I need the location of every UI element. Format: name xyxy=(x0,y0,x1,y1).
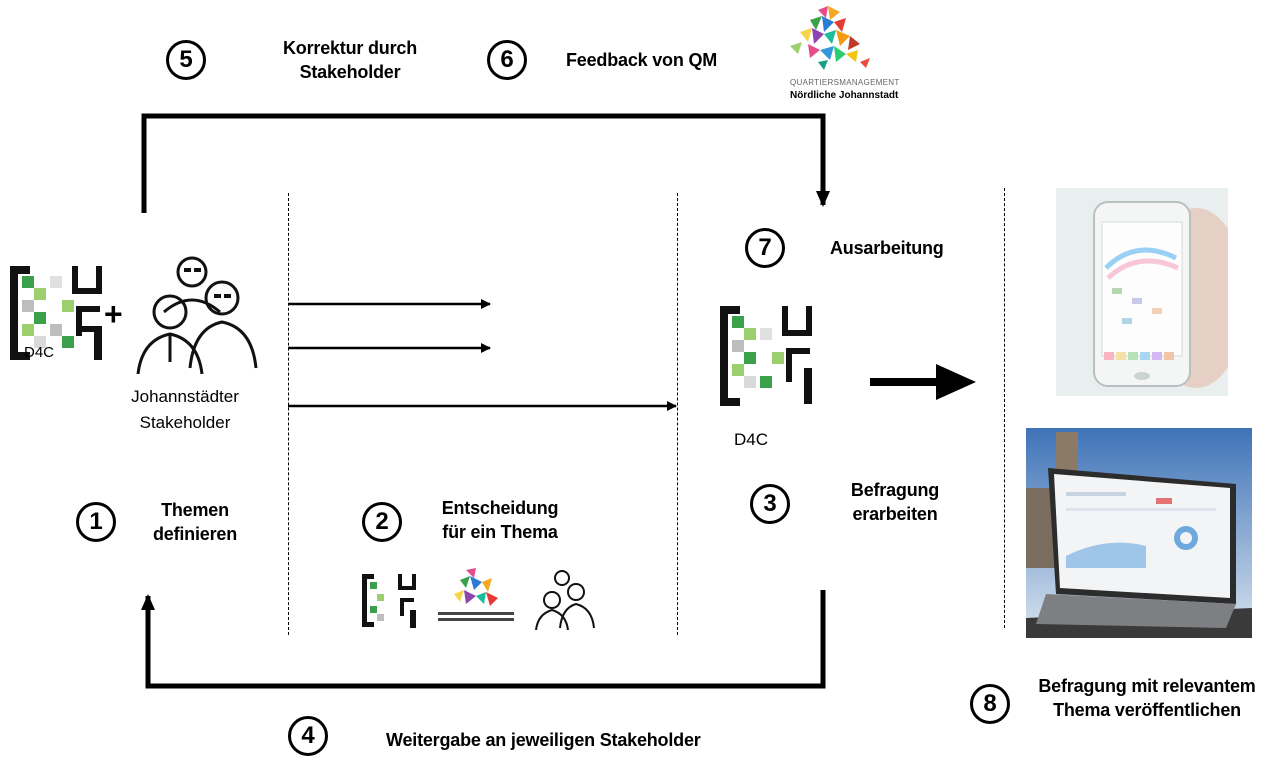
step-2-number: 2 xyxy=(362,502,402,542)
qm-logo: QUARTIERSMANAGEMENT Nördliche Johannstad… xyxy=(760,2,900,107)
step-5-number: 5 xyxy=(166,40,206,80)
qm-logo-line2: Nördliche Johannstadt xyxy=(790,90,899,101)
step-4-number: 4 xyxy=(288,716,328,756)
d4c-logo-small xyxy=(362,574,418,630)
divider-2 xyxy=(677,193,678,635)
step-7-label: Ausarbeitung xyxy=(830,238,944,258)
divider-3 xyxy=(1004,188,1005,628)
qm-logo-line1: QUARTIERSMANAGEMENT xyxy=(790,78,900,87)
feedback-loop-top xyxy=(141,113,830,213)
people-icon xyxy=(130,250,260,380)
plus-sign: + xyxy=(104,296,123,332)
laptop-image xyxy=(1026,428,1252,638)
d4c-logo-center xyxy=(720,306,812,406)
step-8-number: 8 xyxy=(970,684,1010,724)
qm-mosaic xyxy=(790,6,870,70)
d4c-center-text: D4C xyxy=(734,430,769,449)
step-4-label: Weitergabe an jeweiligen Stakeholder xyxy=(386,730,701,750)
d4c-logo-left-text: D4C xyxy=(24,344,55,361)
step-6-number: 6 xyxy=(487,40,527,80)
d4c-logo-left: D4C xyxy=(10,266,102,366)
step-3-number: 3 xyxy=(750,484,790,524)
step-6-label: Feedback von QM xyxy=(566,50,718,70)
qm-logo-small xyxy=(436,566,516,632)
feedback-loop-bottom xyxy=(141,590,826,689)
step-1-number: 1 xyxy=(76,502,116,542)
people-icon-small xyxy=(532,568,596,632)
phone-image xyxy=(1056,188,1228,396)
divider-1 xyxy=(288,193,289,635)
step-7-number: 7 xyxy=(745,228,785,268)
